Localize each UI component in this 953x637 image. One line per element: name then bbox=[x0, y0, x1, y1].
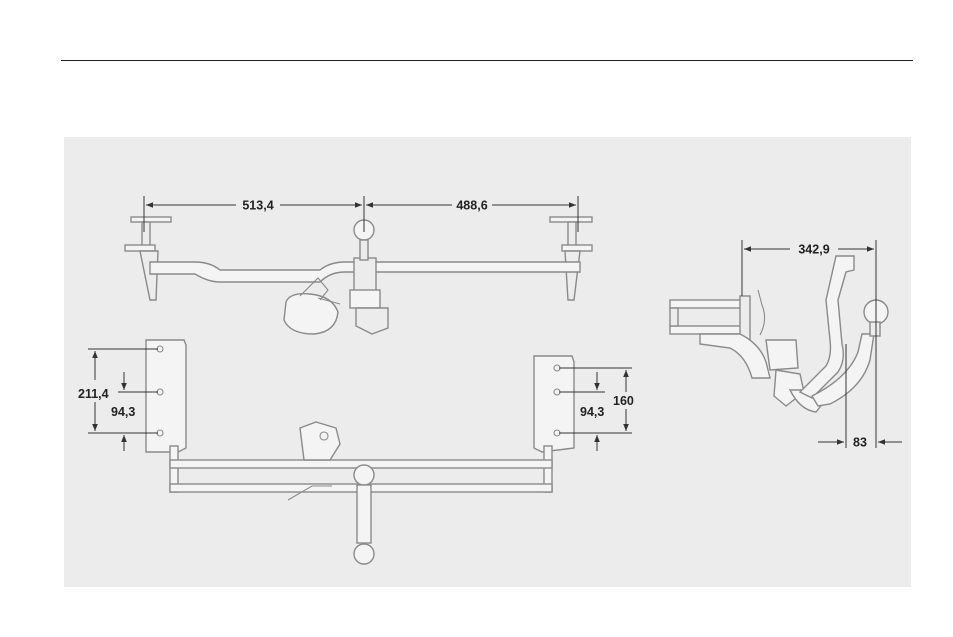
dim-side-offset: 83 bbox=[853, 436, 867, 450]
dim-right-outer-spacing: 160 bbox=[613, 394, 634, 408]
dim-top-left-span: 513,4 bbox=[242, 199, 273, 213]
dim-right-inner-spacing: 94,3 bbox=[580, 405, 604, 419]
dim-side-length: 342,9 bbox=[798, 243, 829, 257]
dim-top-right-span: 488,6 bbox=[456, 199, 487, 213]
side-view-drawing bbox=[670, 256, 888, 412]
dim-left-outer-spacing: 211,4 bbox=[78, 387, 109, 401]
top-view-drawing bbox=[125, 217, 592, 334]
bottom-view-drawing bbox=[146, 340, 574, 564]
dim-left-inner-spacing: 94,3 bbox=[111, 405, 135, 419]
